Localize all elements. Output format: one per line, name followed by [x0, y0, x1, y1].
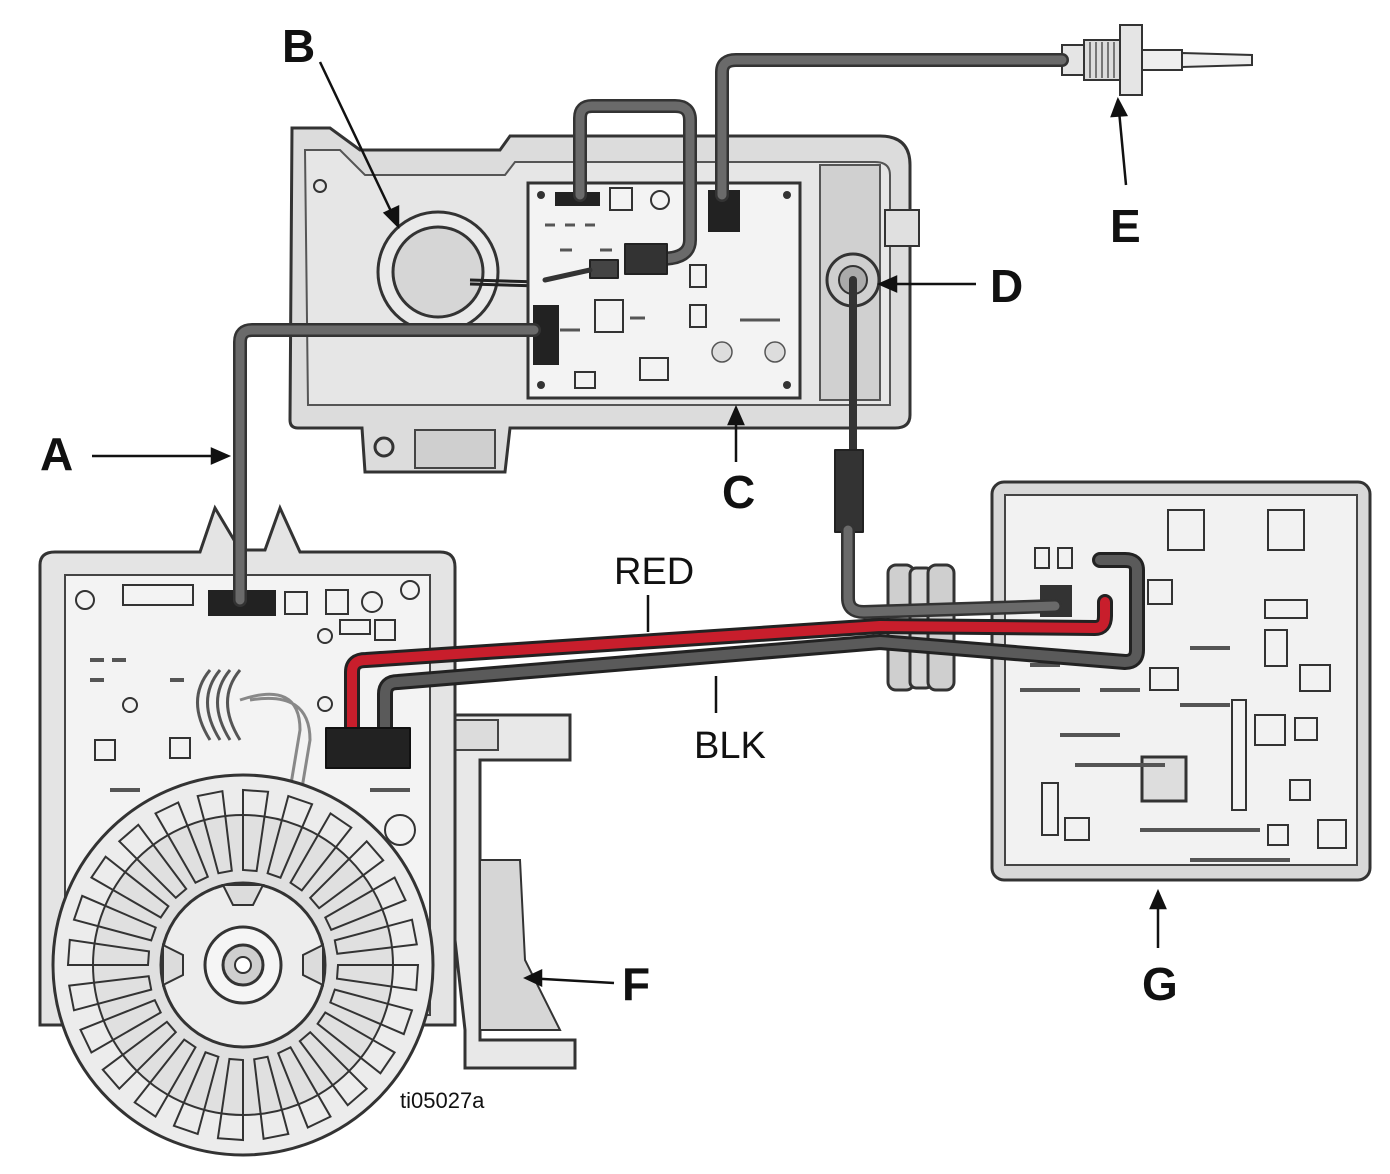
callout-e: E [1110, 200, 1141, 252]
stator-slot [253, 1055, 290, 1140]
callout-c: C [722, 466, 755, 518]
callout-arrows [92, 61, 1167, 987]
stator-slot [289, 811, 353, 892]
stator-slot [117, 823, 188, 900]
stator-slot [133, 1038, 197, 1119]
stator-slot [216, 1057, 244, 1142]
callout-b: B [282, 20, 315, 72]
stator-slot [72, 894, 157, 942]
motor-f [428, 713, 577, 1070]
label-blk-wire: BLK [694, 725, 766, 767]
stator-slot [196, 790, 233, 875]
stator-slot [242, 788, 270, 873]
stator-slot [335, 964, 420, 992]
stator-slot [89, 855, 170, 919]
callout-a: A [40, 428, 73, 480]
stator-slot [266, 794, 314, 879]
stator-slot [329, 988, 414, 1036]
stator-slot [333, 918, 418, 955]
stator-slot [172, 1051, 220, 1136]
stator-slot [316, 1011, 397, 1075]
pressure-transducer-e [1061, 24, 1253, 96]
stator-slot [66, 938, 151, 966]
stator-slots [66, 788, 420, 1142]
stator-slot [298, 1030, 369, 1107]
stator-slot [276, 1045, 332, 1129]
label-red-wire: RED [614, 551, 694, 593]
cables [233, 53, 1145, 769]
callout-d: D [990, 260, 1023, 312]
control-board-c [526, 181, 802, 400]
stator-slot [79, 998, 163, 1054]
power-board-g [990, 480, 1372, 882]
stator-slot [323, 876, 407, 932]
stator-slot [308, 839, 385, 910]
buzzer-b [376, 210, 541, 334]
callout-g: G [1142, 958, 1178, 1010]
motor-stator [51, 773, 435, 1157]
stator-slot [68, 975, 153, 1012]
callout-f: F [622, 958, 650, 1010]
stator-slot [154, 801, 210, 885]
stator-slot [101, 1020, 178, 1091]
figure-id: ti05027a [400, 1088, 485, 1113]
